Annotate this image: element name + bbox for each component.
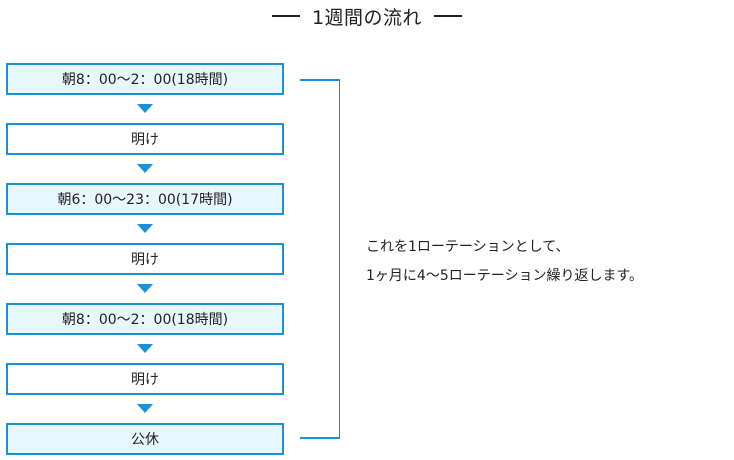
down-arrow-icon (137, 404, 153, 413)
down-arrow-icon (137, 344, 153, 353)
down-arrow-icon (137, 224, 153, 233)
flow-step-7: 公休 (6, 423, 284, 455)
diagram-title: 1週間の流れ (0, 4, 734, 29)
title-text: 1週間の流れ (311, 6, 423, 29)
rotation-note-line-1: これを1ローテーションとして、 (366, 239, 570, 255)
flow-step-label: 明け (131, 252, 159, 268)
down-arrow-icon (137, 104, 153, 113)
flow-step-3: 朝6：00〜23：00(17時間) (6, 183, 284, 215)
flow-step-label: 朝8：00〜2：00(18時間) (61, 72, 229, 88)
down-arrow-icon (137, 284, 153, 293)
flow-step-label: 朝8：00〜2：00(18時間) (61, 312, 229, 328)
rotation-note-line-2: 1ヶ月に4〜5ローテーション繰り返します。 (366, 268, 644, 284)
flow-step-label: 明け (131, 132, 159, 148)
flow-step-4: 明け (6, 243, 284, 275)
rotation-bracket (300, 79, 340, 439)
title-dash-left (271, 15, 300, 17)
flow-step-1: 朝8：00〜2：00(18時間) (6, 63, 284, 95)
flow-step-label: 明け (131, 372, 159, 388)
flow-step-6: 明け (6, 363, 284, 395)
rotation-note: これを1ローテーションとして、 1ヶ月に4〜5ローテーション繰り返します。 (366, 233, 643, 291)
flow-step-2: 明け (6, 123, 284, 155)
flow-step-5: 朝8：00〜2：00(18時間) (6, 303, 284, 335)
flow-step-label: 公休 (131, 432, 159, 448)
down-arrow-icon (137, 164, 153, 173)
title-dash-right (434, 15, 463, 17)
flow-step-label: 朝6：00〜23：00(17時間) (57, 192, 233, 208)
